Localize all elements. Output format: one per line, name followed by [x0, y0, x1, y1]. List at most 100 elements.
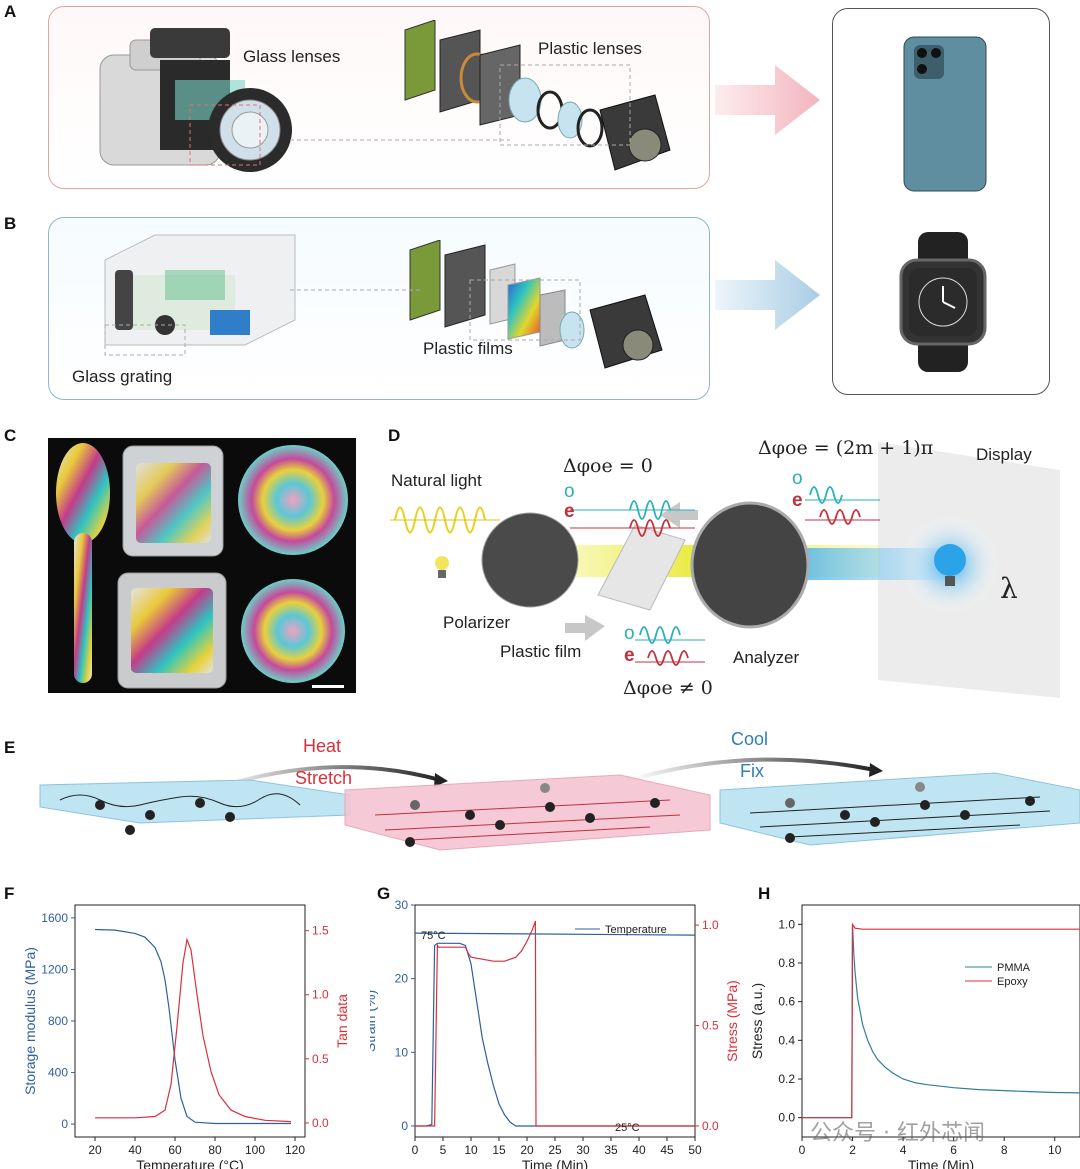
panel-label-e: E [4, 738, 16, 757]
annotation-25c: 25°C [615, 1122, 640, 1134]
y-tick-label: 400 [48, 1066, 68, 1080]
x-tick-label: 2 [849, 1143, 856, 1157]
x-tick-label: 40 [632, 1143, 646, 1157]
legend-entry: PMMA [997, 962, 1031, 974]
series-line-2 [414, 932, 696, 936]
x-axis-label: Time (Min) [522, 1157, 588, 1169]
grating-illustration [104, 234, 296, 356]
x-tick-label: 25 [548, 1143, 562, 1157]
arrow-a-to-devices [715, 65, 820, 135]
x-tick-label: 100 [245, 1143, 265, 1157]
o-label-1: o [564, 481, 575, 502]
annotation-75c: 75°C [421, 930, 446, 942]
y-tick-label: 30 [395, 898, 409, 912]
e-label-1: e [564, 501, 575, 522]
x-tick-label: 30 [576, 1143, 590, 1157]
x-tick-label: 0 [799, 1143, 806, 1157]
x-tick-label: 60 [168, 1143, 182, 1157]
y2-axis-label: Stress (MPa) [724, 980, 740, 1062]
x-tick-label: 0 [412, 1143, 419, 1157]
x-tick-label: 35 [604, 1143, 618, 1157]
polarizer-label: Polarizer [443, 613, 511, 632]
y-tick-label: 1.0 [778, 917, 795, 931]
y2-axis-label: Tan data [334, 994, 350, 1048]
series-line-1 [95, 937, 292, 1123]
y-tick-label: 0 [401, 1119, 408, 1133]
polymer-process-diagram [39, 757, 1080, 851]
x-tick-label: 45 [660, 1143, 674, 1157]
o-label-3: o [792, 468, 803, 489]
y2-tick-label: 1.0 [312, 988, 329, 1002]
legend-entry: Temperature [605, 924, 667, 936]
x-tick-label: 80 [208, 1143, 222, 1157]
y2-tick-label: 0.5 [702, 1019, 719, 1033]
series-line-0 [94, 928, 291, 1125]
plot-frame [801, 904, 1080, 1138]
panel-label-g: G [377, 884, 391, 903]
x-axis-label: Time (Min) [908, 1157, 974, 1169]
phase-odd-label: Δφoe = (2m + 1)π [758, 437, 934, 459]
glass-lenses-label: Glass lenses [243, 47, 341, 66]
panel-label-d: D [388, 426, 401, 445]
polarization-diagram [390, 442, 1060, 698]
x-tick-label: 20 [88, 1143, 102, 1157]
photoelastic-photo [48, 438, 356, 693]
y-tick-label: 0 [61, 1117, 68, 1131]
connector-b [290, 289, 420, 291]
series-line-0 [802, 924, 1080, 1119]
y2-tick-label: 0.0 [702, 1119, 719, 1133]
phase-zero-label: Δφoe = 0 [563, 455, 653, 477]
series-line-1 [802, 922, 1080, 1119]
analyzer-label: Analyzer [733, 648, 800, 667]
x-tick-label: 40 [128, 1143, 142, 1157]
watermark: 公众号 · 红外芯闻 [810, 1121, 985, 1146]
panel-label-h: H [758, 884, 771, 903]
stretch-label: Stretch [295, 768, 353, 788]
y2-tick-label: 0.5 [312, 1052, 329, 1066]
e-label-3: e [792, 490, 803, 511]
x-tick-label: 5 [440, 1143, 447, 1157]
panel-label-b: B [4, 214, 17, 233]
y-tick-label: 20 [395, 972, 409, 986]
panel-label-f: F [4, 884, 15, 903]
x-tick-label: 120 [285, 1143, 305, 1157]
plot-frame [414, 904, 696, 1138]
y-axis-label: Strain (%) [370, 990, 378, 1052]
x-tick-label: 4 [900, 1143, 907, 1157]
y-axis-label: Stress (a.u.) [750, 983, 765, 1059]
plastic-films-module [409, 240, 663, 369]
y-tick-label: 0.6 [778, 995, 795, 1009]
y-tick-label: 0.0 [778, 1111, 795, 1125]
x-tick-label: 20 [520, 1143, 534, 1157]
series-line-0 [415, 942, 695, 1127]
y-tick-label: 800 [48, 1014, 68, 1028]
series-line-1 [415, 920, 695, 1127]
camera-illustration [99, 28, 292, 172]
cool-label: Cool [731, 729, 769, 749]
plot-frame [74, 904, 306, 1138]
smartwatch-illustration [899, 232, 987, 372]
smartphone-illustration [903, 36, 987, 192]
y-tick-label: 1600 [41, 911, 68, 925]
y-tick-label: 0.2 [778, 1072, 795, 1086]
connector-a [290, 139, 510, 141]
y-tick-label: 0.4 [778, 1033, 795, 1047]
glass-grating-label: Glass grating [72, 367, 173, 386]
y2-tick-label: 1.0 [702, 918, 719, 932]
panel-label-a: A [4, 2, 17, 21]
plastic-films-label: Plastic films [423, 339, 513, 358]
x-tick-label: 8 [1001, 1143, 1008, 1157]
plastic-lenses-label: Plastic lenses [538, 39, 642, 58]
y-tick-label: 1200 [41, 962, 68, 976]
x-tick-label: 10 [464, 1143, 478, 1157]
plastic-lens-module [404, 20, 671, 171]
x-tick-label: 15 [492, 1143, 506, 1157]
phase-nonzero-label: Δφoe ≠ 0 [623, 677, 713, 699]
arrow-b-to-devices [715, 260, 820, 330]
x-tick-label: 10 [1048, 1143, 1062, 1157]
panel-label-c: C [4, 426, 17, 445]
o-label-2: o [624, 623, 635, 644]
heat-label: Heat [303, 736, 342, 756]
